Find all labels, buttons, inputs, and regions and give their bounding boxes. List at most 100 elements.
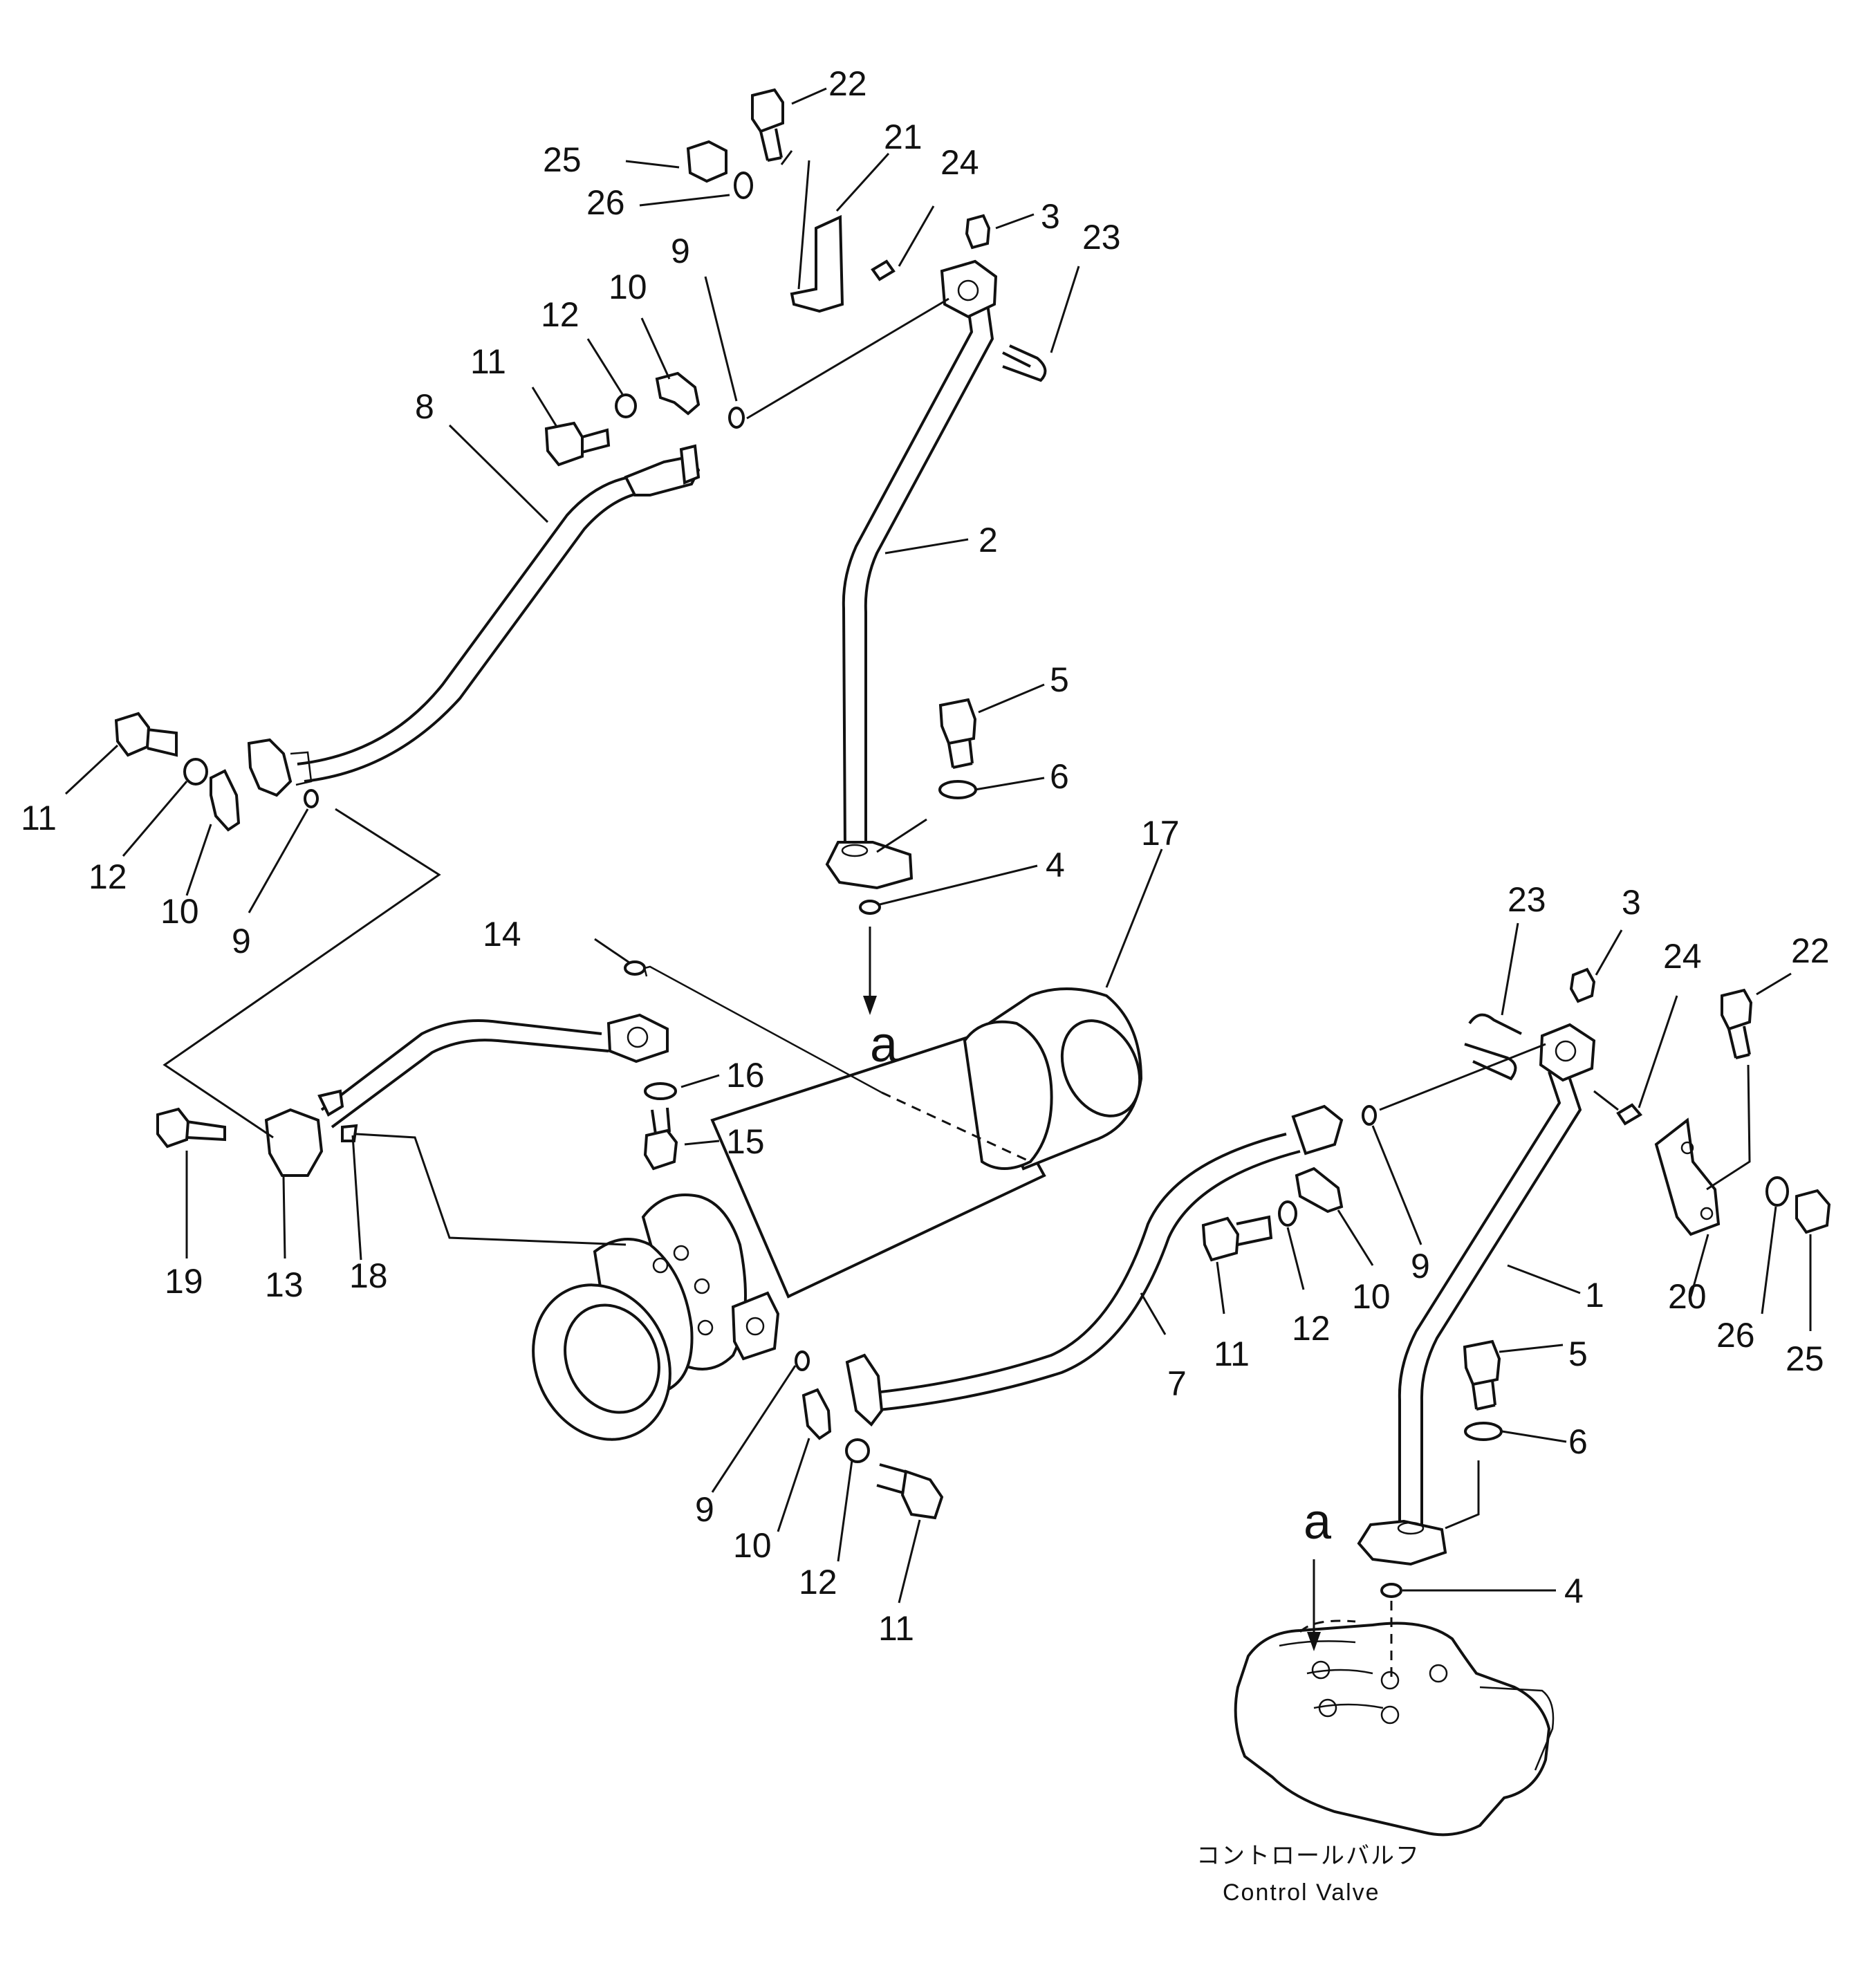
callout-10: 10	[733, 1526, 772, 1565]
bolt-11-left	[114, 712, 151, 757]
callout-labels: 22 21 24 25 26 3 23 9 10 12 11 8 2 5 6 1…	[21, 64, 1830, 1648]
callout-25: 25	[543, 140, 582, 179]
washer-6-upper	[938, 780, 977, 799]
o-ring-4-upper	[859, 900, 881, 915]
callout-11: 11	[21, 799, 57, 837]
elbow-13	[264, 1108, 324, 1177]
callout-17: 17	[1141, 814, 1180, 853]
split-flange-10-upper	[655, 371, 701, 416]
tube-2-upper-flange	[940, 259, 998, 319]
callout-23: 23	[1508, 880, 1546, 919]
control-valve	[1234, 1619, 1555, 1837]
callout-4: 4	[1564, 1572, 1584, 1610]
callout-14: 14	[483, 915, 521, 954]
hose-7-lower-fitting	[845, 1353, 884, 1427]
grease-fitting-3-upper	[965, 214, 991, 250]
clamp-18	[317, 1089, 344, 1117]
callout-11: 11	[1214, 1335, 1250, 1373]
callout-26: 26	[1716, 1316, 1755, 1355]
leader-lines	[64, 87, 1812, 1684]
hose-8-assembly	[114, 371, 745, 832]
o-ring-9-bottom	[795, 1350, 810, 1371]
washer-12-bottom	[845, 1438, 870, 1463]
callout-3: 3	[1622, 883, 1641, 922]
washer-26-right	[1765, 1176, 1789, 1207]
bolt-11-right	[1201, 1216, 1240, 1262]
callout-24: 24	[1663, 937, 1702, 976]
callout-11: 11	[878, 1609, 914, 1648]
callout-7: 7	[1167, 1364, 1187, 1403]
bolt-15	[651, 1107, 671, 1135]
callout-6: 6	[1568, 1422, 1588, 1461]
shim-24-upper	[871, 259, 896, 281]
hose-7-upper-fitting	[1291, 1104, 1344, 1155]
callout-11: 11	[470, 342, 506, 381]
nut-25-right	[1795, 1189, 1831, 1234]
split-flange-10-right	[1295, 1167, 1344, 1214]
callout-12: 12	[1292, 1309, 1331, 1348]
callout-15: 15	[726, 1122, 765, 1161]
bolt-5-upper	[938, 698, 977, 745]
washer-6-right	[1464, 1422, 1503, 1441]
tube-2-assembly	[686, 88, 1047, 915]
washer-12-left	[183, 758, 208, 786]
tube-1-lower-flange	[1357, 1519, 1447, 1566]
view-mark-a-upper: a	[870, 1017, 898, 1072]
u-bolt-23-right	[1464, 1013, 1522, 1081]
callout-13: 13	[265, 1265, 304, 1304]
callout-21: 21	[884, 118, 923, 156]
callout-8: 8	[415, 387, 434, 426]
washer-26-upper	[734, 171, 753, 199]
callout-5: 5	[1568, 1335, 1588, 1373]
split-flange-10-left	[210, 769, 241, 832]
callout-19: 19	[165, 1262, 203, 1301]
hose-8-lower-fitting	[247, 738, 293, 797]
tube-2-lower-flange	[825, 841, 914, 890]
washer-12-upper	[615, 393, 637, 418]
bolt-22-right	[1721, 988, 1753, 1031]
callout-24: 24	[940, 143, 979, 182]
split-flange-10-bottom	[801, 1388, 832, 1440]
cylinder-rod-cover	[641, 1193, 747, 1371]
callout-22: 22	[828, 64, 867, 103]
callout-16: 16	[726, 1056, 765, 1095]
view-arrows	[863, 927, 1321, 1651]
callout-12: 12	[799, 1563, 837, 1601]
boom-cylinder-17	[532, 965, 1143, 1441]
caption-japanese: コントロールバルフ	[1196, 1843, 1420, 1869]
u-bolt-23-upper	[1002, 344, 1047, 382]
tube-1-assembly	[1357, 967, 1831, 1598]
o-ring-9-right	[1362, 1105, 1377, 1126]
grease-fitting-3-right	[1569, 967, 1596, 1003]
o-ring-4-right	[1380, 1583, 1402, 1598]
callout-10: 10	[160, 892, 199, 931]
tube-1-upper-flange	[1539, 1023, 1596, 1082]
hose-7-assembly	[795, 1104, 1377, 1520]
callout-6: 6	[1050, 757, 1069, 796]
callout-9: 9	[695, 1490, 714, 1529]
callout-3: 3	[1041, 197, 1060, 236]
callout-9: 9	[671, 232, 690, 270]
callout-9: 9	[232, 922, 251, 960]
callout-18: 18	[349, 1256, 388, 1295]
callout-9: 9	[1411, 1247, 1430, 1285]
washer-12-right	[1278, 1200, 1297, 1227]
caption-english: Control Valve	[1223, 1879, 1380, 1906]
tube-13-flange	[606, 1013, 669, 1063]
callout-22: 22	[1791, 931, 1830, 970]
callout-10: 10	[609, 268, 647, 306]
shim-24-right	[1616, 1103, 1643, 1126]
callout-23: 23	[1082, 218, 1121, 257]
nut-25-upper	[686, 140, 727, 183]
callout-4: 4	[1046, 846, 1065, 884]
bolt-22-upper	[751, 88, 784, 133]
callout-20: 20	[1668, 1277, 1707, 1316]
washer-16	[644, 1082, 677, 1100]
callout-2: 2	[979, 521, 998, 559]
cylinder-port-block	[731, 1291, 780, 1361]
callout-5: 5	[1050, 660, 1069, 699]
callout-12: 12	[89, 857, 127, 896]
bolt-5-right	[1463, 1339, 1501, 1386]
callout-1: 1	[1585, 1276, 1604, 1315]
